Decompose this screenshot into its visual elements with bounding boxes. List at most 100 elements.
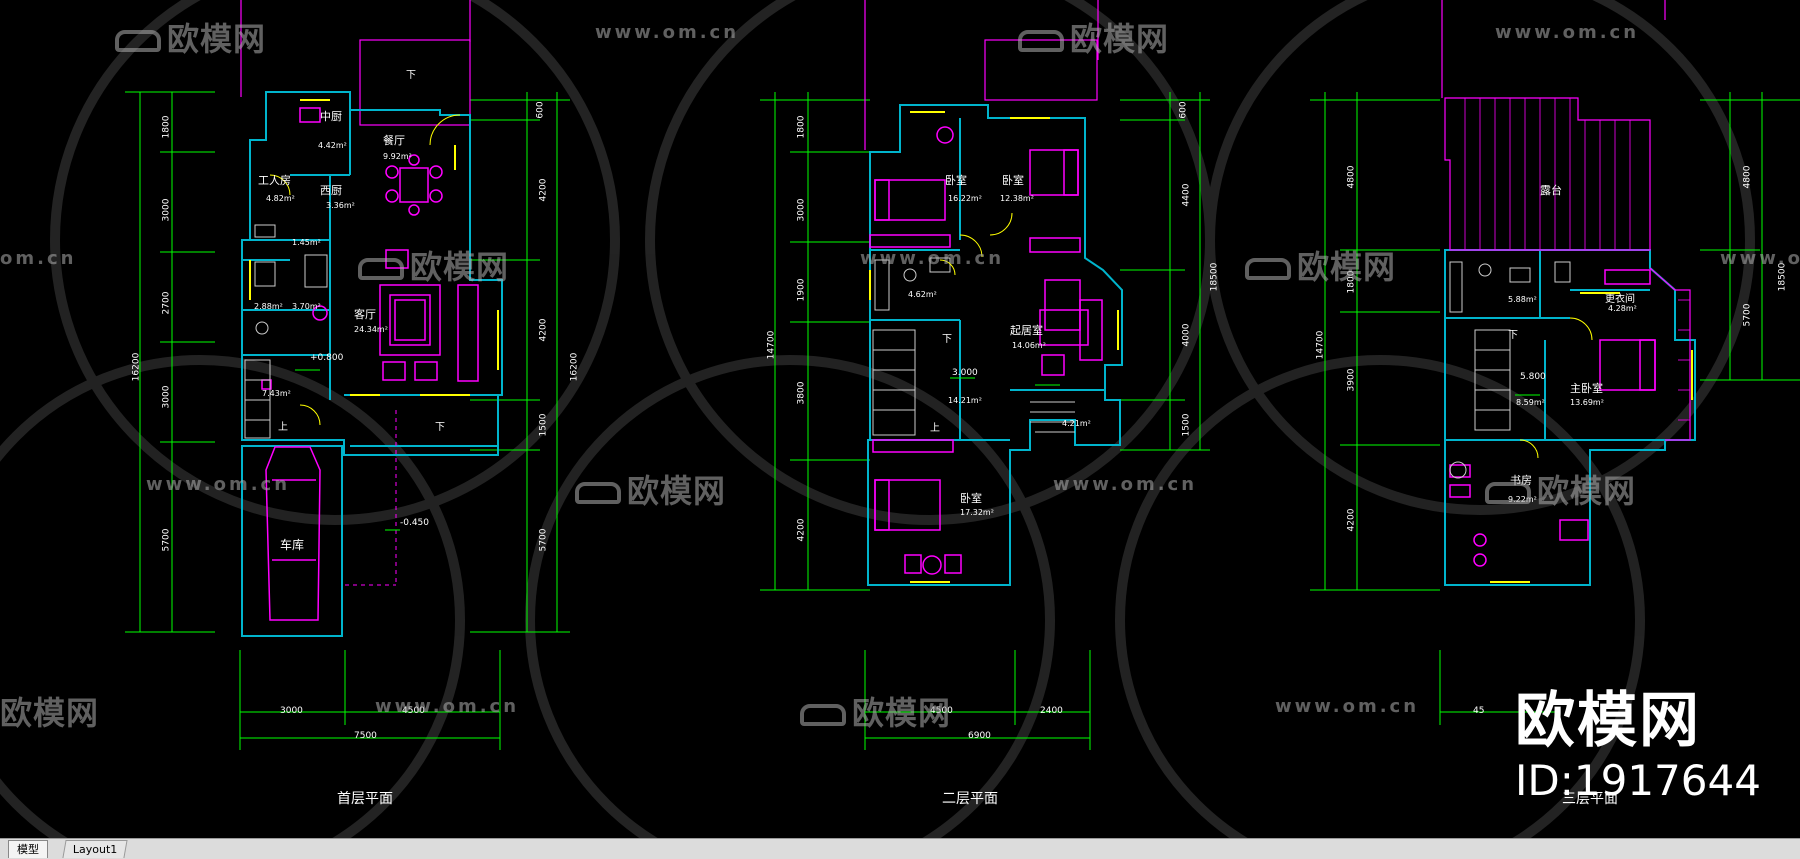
room-area-closet: 4.28m² [1608, 304, 1637, 313]
watermark-url-partial: om.cn [0, 248, 77, 269]
watermark-logo: 欧模网 [1245, 242, 1396, 288]
tab-model[interactable]: 模型 [8, 840, 48, 858]
third-floor-plan [1310, 0, 1800, 725]
room-area-small: 1.45m² [292, 238, 321, 247]
dim3-left-3: 3900 [1346, 368, 1357, 392]
watermark-url: www.om.cn [375, 696, 520, 717]
watermark-url: www.om.cn [860, 248, 1005, 269]
room-label-closet: 更衣间 [1605, 294, 1635, 305]
dim-right-2: 4200 [538, 178, 549, 202]
dim3-right-2: 5700 [1742, 303, 1753, 327]
dim2-right-4: 1500 [1181, 413, 1192, 437]
dim3-left-1: 4800 [1346, 165, 1357, 189]
level-2f: 3.000 [952, 368, 978, 378]
cad-model-space[interactable]: 中厨 4.42m² 餐厅 9.92m² 工人房 4.82m² 西厨 3.36m²… [0, 0, 1800, 838]
arrow-up-label: 上 [278, 422, 288, 433]
second-floor-plan [760, 0, 1210, 750]
room-area-living: 24.34m² [354, 325, 388, 334]
room-area-bed2: 12.38m² [1000, 194, 1034, 203]
plan-title-second: 二层平面 [942, 791, 998, 807]
room-label-kitchen: 中厨 [320, 110, 342, 123]
dim2-right-3: 4000 [1181, 323, 1192, 347]
arrow-up-2f: 上 [930, 423, 940, 434]
dim3-left-total: 14700 [1315, 330, 1326, 360]
sofa-icon [115, 30, 161, 52]
dim-bottom-2: 4500 [402, 706, 425, 716]
watermark-url: www.om.cn [1495, 22, 1640, 43]
brand-title: 欧模网 [1515, 686, 1701, 756]
sofa-icon [1018, 30, 1064, 52]
sofa-icon [575, 482, 621, 504]
watermark-logo-partial: 欧模网 [0, 694, 100, 732]
room-label-bed3: 卧室 [960, 492, 982, 505]
room-label-bed2: 卧室 [1002, 174, 1024, 187]
room-area-stair-3f: 8.59m² [1516, 398, 1545, 407]
watermark-logo: 欧模网 [115, 14, 266, 60]
sofa-icon [358, 258, 404, 280]
room-label-garage: 车库 [280, 538, 305, 552]
dim-right-total: 16200 [569, 352, 580, 382]
dim3-left-4: 4200 [1346, 508, 1357, 532]
dim2-bottom-total: 6900 [968, 731, 991, 741]
room-area-bed3: 17.32m² [960, 508, 994, 517]
sofa-icon [1245, 258, 1291, 280]
room-label-terrace: 露台 [1540, 184, 1562, 197]
watermark-logo: 欧模网 [1485, 466, 1636, 512]
room-area-bath1: 2.88m² [254, 302, 283, 311]
watermark-logo: 欧模网 [1018, 14, 1169, 60]
room-area-west-kitchen: 3.36m² [326, 201, 355, 210]
dim2-bottom-2: 2400 [1040, 706, 1063, 716]
room-area-bath-3f: 5.88m² [1508, 295, 1537, 304]
dim3-right-1: 4800 [1742, 165, 1753, 189]
arrow-down-top: 下 [406, 70, 416, 81]
watermark-logo: 欧模网 [358, 242, 509, 288]
dim2-left-5: 4200 [796, 518, 807, 542]
dim-left-4: 3000 [161, 385, 172, 409]
watermark-url: www.om.cn [146, 474, 291, 495]
room-area-master: 13.69m² [1570, 398, 1604, 407]
dim2-left-3: 1900 [796, 278, 807, 302]
room-area-balcony: 4.21m² [1062, 419, 1091, 428]
level-garage: -0.450 [400, 518, 430, 528]
watermark-logo: 欧模网 [800, 688, 951, 734]
plan-title-first: 首层平面 [337, 791, 393, 807]
dim2-left-2: 3000 [796, 198, 807, 222]
floor-plan-drawing [0, 0, 1800, 838]
room-area-bed1: 16.22m² [948, 194, 982, 203]
arrow-down-2f: 下 [942, 334, 952, 345]
dim-bottom-1: 3000 [280, 706, 303, 716]
room-label-west-kitchen: 西厨 [320, 184, 342, 197]
dim-right-1: 600 [535, 101, 546, 119]
watermark-logo: 欧模网 [575, 466, 726, 512]
arrow-down-label: 下 [435, 422, 445, 433]
arrow-down-3f: 下 [1508, 330, 1518, 341]
room-area-family: 14.06m² [1012, 341, 1046, 350]
watermark-url: www.om.cn [595, 22, 740, 43]
dim-right-5: 5700 [538, 528, 549, 552]
tab-layout1[interactable]: Layout1 [62, 840, 128, 858]
dim2-right-total: 18500 [1209, 262, 1220, 292]
dim2-right-2: 4400 [1181, 183, 1192, 207]
room-area-bath-2f: 4.62m² [908, 290, 937, 299]
room-label-dining: 餐厅 [383, 134, 405, 147]
dim-bottom-total: 7500 [354, 731, 377, 741]
room-area-dining: 9.92m² [383, 152, 412, 161]
dim3-bottom-partial: 45 [1473, 706, 1485, 716]
dim2-left-4: 3800 [796, 381, 807, 405]
room-area-worker: 4.82m² [266, 194, 295, 203]
dim2-bottom-1: 4500 [930, 706, 953, 716]
dim2-right-1: 600 [1178, 101, 1189, 119]
room-label-living: 客厅 [354, 308, 376, 321]
sofa-icon [800, 704, 846, 726]
level-main: +0.800 [310, 353, 344, 363]
dim-left-5: 5700 [161, 528, 172, 552]
dim-left-3: 2700 [161, 291, 172, 315]
room-area-stair-2f: 14.21m² [948, 396, 982, 405]
dim-left-total: 16200 [131, 352, 142, 382]
room-label-bed1: 卧室 [945, 174, 967, 187]
level-3f: 5.800 [1520, 372, 1546, 382]
room-label-worker: 工人房 [258, 174, 291, 187]
watermark-url: www.om.cn [1275, 696, 1420, 717]
dim2-left-total: 14700 [766, 330, 777, 360]
plan-title-third: 三层平面 [1562, 791, 1618, 807]
